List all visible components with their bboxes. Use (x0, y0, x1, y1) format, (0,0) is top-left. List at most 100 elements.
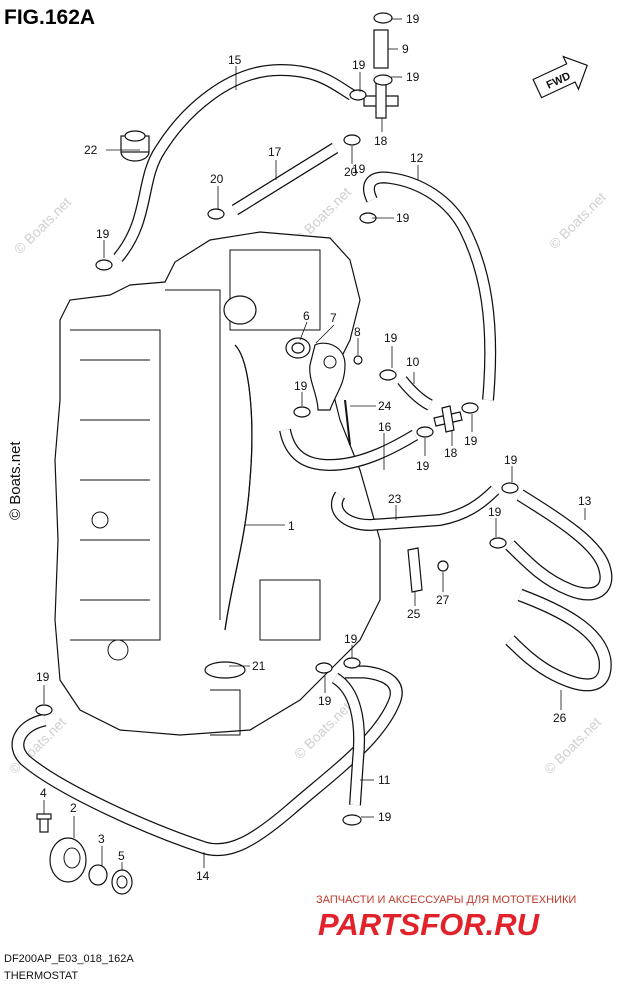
callout-19: 19 (406, 70, 420, 84)
clamp-icon (501, 482, 519, 494)
figure-title: FIG.162A (4, 6, 95, 29)
advert-brand: PARTSFOR.RU (318, 907, 541, 942)
callout-12: 12 (410, 151, 424, 165)
clamp-icon-group (35, 12, 519, 826)
callout-19: 19 (406, 12, 420, 26)
callout-23: 23 (388, 492, 402, 506)
callout-21: 21 (252, 659, 266, 673)
callout-27: 27 (436, 593, 450, 607)
hose-11 (331, 672, 366, 806)
bolt-8 (353, 355, 363, 365)
callout-9: 9 (402, 42, 409, 56)
watermark: © Boats.net (11, 194, 74, 257)
joint-18-top (363, 81, 399, 119)
watermark: © Boats.net (546, 189, 609, 252)
clamp-icon (343, 657, 361, 669)
callout-18: 18 (374, 134, 388, 148)
callout-19: 19 (378, 810, 392, 824)
callout-19: 19 (294, 379, 308, 393)
callout-19: 19 (344, 632, 358, 646)
callout-17: 17 (268, 145, 282, 159)
thermostat-6 (285, 337, 311, 359)
fwd-arrow-icon: FWD (532, 55, 588, 99)
clamp-icon (343, 134, 361, 146)
o-ring-3 (88, 864, 108, 886)
clamp-icon (373, 12, 393, 24)
hose-14 (11, 665, 403, 857)
callout-11: 11 (378, 773, 391, 787)
callout-19: 19 (416, 459, 430, 473)
hose-17 (231, 142, 339, 216)
hose-9 (373, 29, 389, 69)
grommet-22 (120, 130, 150, 162)
bracket-25 (407, 547, 423, 593)
thermostat-cover-7 (309, 342, 346, 411)
callout-7: 7 (330, 311, 337, 325)
callout-19: 19 (504, 453, 518, 467)
clamp-icon (489, 537, 507, 549)
callout-10: 10 (406, 355, 420, 369)
clamp-icon (349, 89, 367, 101)
clamp-icon (379, 369, 397, 381)
watermark: © Boats.net (7, 441, 24, 520)
section-name: THERMOSTAT (4, 970, 78, 982)
clamp-icon (95, 259, 113, 271)
watermark: © Boats.net (541, 714, 604, 777)
hose-10 (397, 376, 433, 411)
callout-19: 19 (488, 505, 502, 519)
callout-19: 19 (352, 58, 366, 72)
hose-13 (505, 489, 613, 601)
callout-14: 14 (196, 869, 210, 883)
rod-24 (344, 399, 351, 446)
hose-26 (505, 588, 612, 692)
callout-26: 26 (553, 711, 567, 725)
callout-18-lower: 18 (444, 446, 458, 460)
callout-5: 5 (118, 849, 125, 863)
callout-8: 8 (354, 325, 361, 339)
callout-19: 19 (352, 162, 366, 176)
engine-block (54, 231, 381, 736)
callout-15: 15 (228, 53, 242, 67)
callout-13: 13 (578, 494, 592, 508)
callout-19: 19 (96, 227, 110, 241)
clamp-icon (461, 402, 479, 414)
callout-19: 19 (464, 434, 478, 448)
bolt-27 (437, 560, 449, 572)
callout-25: 25 (407, 607, 421, 621)
hose-15 (113, 63, 356, 262)
callout-20: 20 (344, 165, 358, 179)
callout-2: 2 (70, 801, 77, 815)
callout-22: 22 (84, 143, 98, 157)
callout-6: 6 (303, 309, 310, 323)
bolt-4 (36, 813, 52, 833)
clamp-icon (416, 426, 434, 438)
callout-19: 19 (318, 694, 332, 708)
clamp-icon (293, 406, 311, 418)
hose-12 (363, 171, 497, 401)
callout-20: 20 (210, 172, 224, 186)
model-code: DF200AP_E03_018_162A (4, 953, 134, 965)
clamp-icon (315, 662, 333, 674)
callout-16: 16 (378, 420, 392, 434)
hose-23 (330, 485, 500, 532)
callout-labels: 1 2 3 4 5 6 7 8 9 10 11 12 13 14 15 16 1… (36, 12, 592, 883)
callout-24: 24 (378, 399, 392, 413)
clamp-icon (207, 208, 225, 220)
callout-1: 1 (288, 519, 295, 533)
clamp-icon (373, 74, 393, 86)
leader-lines (43, 18, 586, 870)
clamp-icon (35, 704, 53, 716)
callout-19: 19 (384, 331, 398, 345)
callout-4: 4 (40, 786, 47, 800)
advert-subtitle: ЗАПЧАСТИ И АКСЕССУАРЫ ДЛЯ МОТОТЕХНИКИ (316, 894, 576, 906)
cover-2 (49, 837, 87, 883)
watermark: © Boats.net (291, 699, 354, 762)
hose-16 (279, 428, 419, 472)
callout-3: 3 (98, 832, 105, 846)
valve-5 (111, 869, 133, 895)
clamp-icon (342, 814, 362, 826)
callout-19: 19 (36, 670, 50, 684)
callout-19: 19 (396, 211, 410, 225)
